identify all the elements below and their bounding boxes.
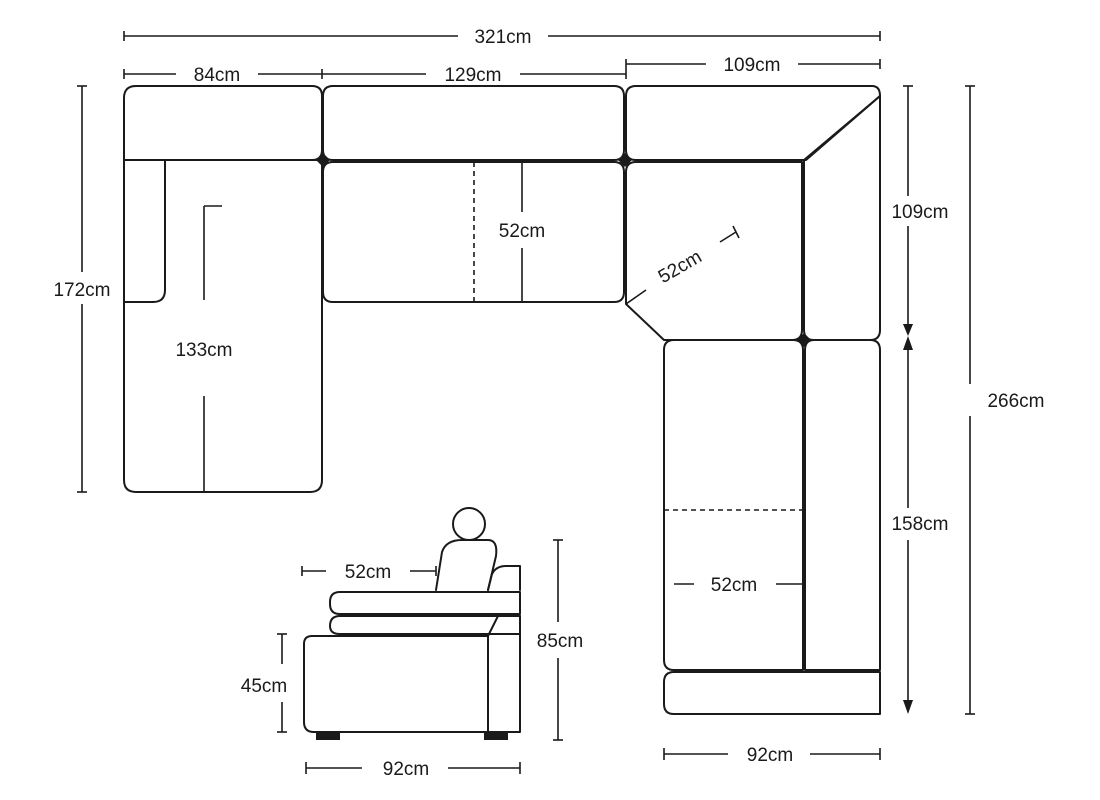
side-seat-lower bbox=[329, 615, 521, 635]
corner-back bbox=[625, 85, 881, 161]
label-side-total-height: 85cm bbox=[537, 631, 583, 652]
middle-seat bbox=[322, 161, 625, 303]
label-middle-width: 129cm bbox=[444, 65, 501, 86]
label-left-width: 84cm bbox=[194, 65, 240, 86]
side-arm bbox=[487, 615, 521, 733]
right-armrest bbox=[663, 671, 881, 715]
side-leg-back bbox=[484, 732, 508, 740]
joint-middle bbox=[618, 153, 632, 167]
label-right-seat-depth: 52cm bbox=[711, 575, 757, 596]
sofa-top-view bbox=[123, 85, 881, 715]
label-side-seat-depth: 52cm bbox=[345, 562, 391, 583]
middle-back-cushion bbox=[322, 85, 625, 161]
side-back-cushion bbox=[487, 565, 521, 591]
sofa-side-view bbox=[277, 507, 563, 774]
person-head bbox=[452, 507, 486, 541]
label-corner-width: 109cm bbox=[723, 55, 780, 76]
left-armrest bbox=[123, 159, 166, 303]
label-total-width: 321cm bbox=[474, 27, 531, 48]
left-back-cushion bbox=[123, 85, 323, 161]
side-leg-front bbox=[316, 732, 340, 740]
label-bottom-depth: 92cm bbox=[747, 745, 793, 766]
left-chaise-body bbox=[123, 159, 323, 493]
label-right-section-length: 158cm bbox=[891, 514, 948, 535]
label-chaise-length: 133cm bbox=[175, 340, 232, 361]
label-left-depth: 172cm bbox=[53, 280, 110, 301]
side-base bbox=[303, 635, 489, 733]
person-torso bbox=[435, 539, 498, 591]
joint-left bbox=[316, 153, 330, 167]
label-side-depth: 92cm bbox=[383, 759, 429, 780]
side-seat-cushion bbox=[329, 591, 521, 615]
right-back-cushion bbox=[804, 339, 881, 671]
label-corner-depth: 109cm bbox=[891, 202, 948, 223]
label-middle-seat-depth: 52cm bbox=[499, 221, 545, 242]
corner-side-back bbox=[803, 95, 881, 341]
corner-seat bbox=[625, 161, 803, 341]
label-corner-seat-depth: 52cm bbox=[655, 247, 706, 288]
right-seat bbox=[663, 339, 804, 671]
dimension-lines bbox=[77, 31, 975, 760]
label-right-total-depth: 266cm bbox=[987, 391, 1044, 412]
joint-right bbox=[797, 333, 811, 347]
dimension-labels: 321cm 84cm 129cm 109cm 172cm 133cm 52cm … bbox=[53, 27, 1044, 780]
label-side-seat-height: 45cm bbox=[241, 676, 287, 697]
